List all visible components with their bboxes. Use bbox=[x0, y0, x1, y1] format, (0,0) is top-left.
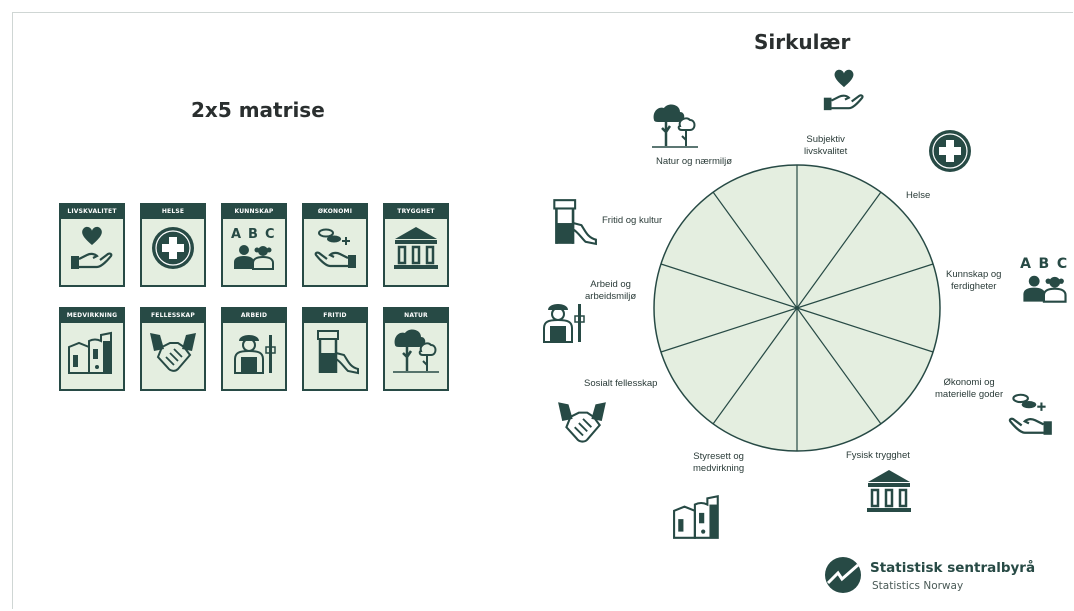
logo-subtitle: Statistics Norway bbox=[872, 580, 964, 592]
card-natur: NATUR bbox=[383, 307, 449, 391]
label-fritid: Fritid og kultur bbox=[602, 215, 663, 226]
label-fysisk-trygghet: Fysisk trygghet bbox=[846, 450, 910, 461]
label-subjektiv-livskvalitet: Subjektiv livskvalitet bbox=[804, 134, 848, 157]
worker-icon bbox=[543, 303, 585, 343]
circular-title: Sirkulær bbox=[754, 30, 851, 54]
logo-name: Statistisk sentralbyrå bbox=[870, 560, 1036, 576]
card-arbeid: ARBEID bbox=[221, 307, 287, 391]
card-label: KUNNSKAP bbox=[223, 205, 285, 219]
hand-heart-icon bbox=[822, 68, 864, 112]
label-helse: Helse bbox=[906, 190, 931, 201]
playground-slide-icon bbox=[553, 198, 598, 246]
trees-icon bbox=[650, 103, 700, 149]
card-trygghet: TRYGGHET bbox=[383, 203, 449, 287]
card-label: LIVSKVALITET bbox=[61, 205, 123, 219]
hand-coins-icon bbox=[1008, 393, 1053, 436]
handshake-icon bbox=[557, 401, 607, 443]
label-okonomi: Økonomi og materielle goder bbox=[935, 377, 1004, 400]
canvas-frame bbox=[12, 12, 1073, 609]
town-houses-icon bbox=[673, 495, 719, 539]
card-fritid: FRITID bbox=[302, 307, 368, 391]
card-label: ØKONOMI bbox=[304, 205, 366, 219]
card-label: MEDVIRKNING bbox=[61, 309, 123, 323]
card-label: ARBEID bbox=[223, 309, 285, 323]
card-okonomi: ØKONOMI bbox=[302, 203, 368, 287]
card-label: HELSE bbox=[142, 205, 204, 219]
card-livskvalitet: LIVSKVALITET bbox=[59, 203, 125, 287]
label-natur: Natur og nærmiljø bbox=[656, 156, 733, 167]
label-sosialt-fellesskap: Sosialt fellesskap bbox=[584, 378, 658, 389]
abc-people-icon bbox=[1019, 255, 1069, 303]
card-label: TRYGGHET bbox=[385, 205, 447, 219]
ssb-logo-icon bbox=[825, 557, 861, 593]
label-kunnskap: Kunnskap og ferdigheter bbox=[946, 269, 1002, 292]
label-styresett: Styresett og medvirkning bbox=[693, 451, 745, 474]
card-label: FELLESSKAP bbox=[142, 309, 204, 323]
health-cross-icon bbox=[928, 129, 972, 173]
segmented-circle bbox=[653, 164, 941, 452]
card-label: NATUR bbox=[385, 309, 447, 323]
card-helse: HELSE bbox=[140, 203, 206, 287]
label-arbeid: Arbeid og arbeidsmiljø bbox=[585, 279, 637, 302]
building-pillars-icon bbox=[865, 468, 913, 514]
card-medvirkning: MEDVIRKNING bbox=[59, 307, 125, 391]
card-kunnskap: KUNNSKAP bbox=[221, 203, 287, 287]
card-label: FRITID bbox=[304, 309, 366, 323]
card-fellesskap: FELLESSKAP bbox=[140, 307, 206, 391]
matrix-title: 2x5 matrise bbox=[191, 98, 325, 122]
